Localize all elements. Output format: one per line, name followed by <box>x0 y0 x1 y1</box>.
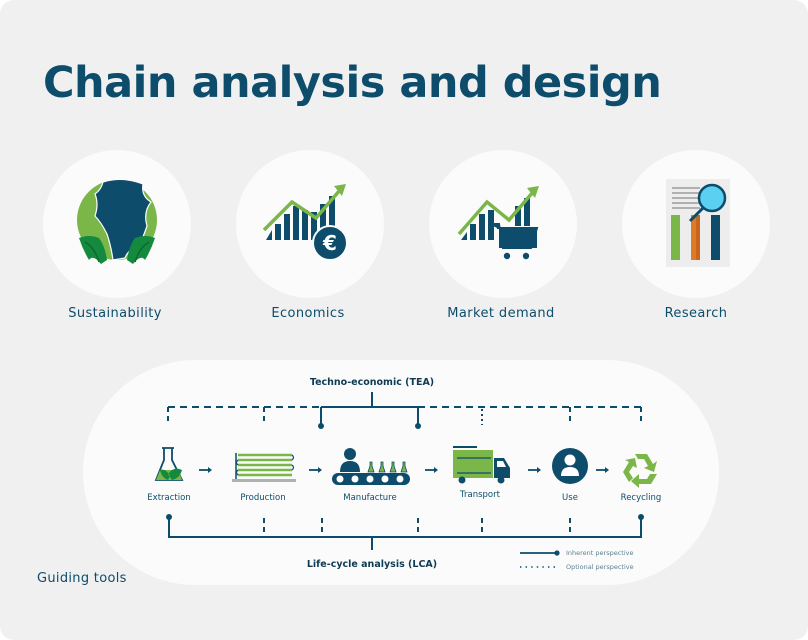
tea-bracket <box>167 406 642 425</box>
legend-inherent-label: Inherent perspective <box>566 549 634 557</box>
user-icon <box>552 448 588 484</box>
arrow-icon <box>425 467 438 473</box>
legend: Inherent perspective Optional perspectiv… <box>520 549 634 571</box>
lca-bracket <box>168 518 642 550</box>
category-label-research: Research <box>664 306 728 321</box>
category-label-market-demand: Market demand <box>447 306 555 321</box>
market-demand-circle <box>429 150 577 298</box>
photobioreactor-icon <box>232 453 296 482</box>
euro-growth-chart-icon: € <box>262 184 348 261</box>
stage-label-use: Use <box>562 493 578 503</box>
recycle-icon <box>623 454 657 488</box>
stage-label-extraction: Extraction <box>147 493 190 503</box>
arrow-icon <box>528 467 541 473</box>
arrow-icon <box>309 467 322 473</box>
guiding-tools-panel <box>83 360 719 585</box>
legend-optional-label: Optional perspective <box>566 563 634 571</box>
economics-circle: € <box>236 150 384 298</box>
category-label-sustainability: Sustainability <box>68 306 162 321</box>
cart-growth-chart-icon <box>457 186 539 260</box>
stage-label-transport: Transport <box>459 490 501 500</box>
lca-inherent-dot-extraction <box>166 514 172 520</box>
worker-conveyor-icon <box>332 448 410 485</box>
report-magnifier-icon <box>666 179 730 267</box>
legend-inherent-dot <box>554 550 560 556</box>
guiding-tools-label: Guiding tools <box>37 571 127 586</box>
earth-leaves-icon <box>77 178 157 264</box>
sustainability-circle <box>43 150 191 298</box>
tea-inherent-dot-manufacture-left <box>318 423 324 429</box>
tea-inherent-dot-manufacture-right <box>415 423 421 429</box>
stage-label-production: Production <box>240 493 285 503</box>
arrow-icon <box>596 467 609 473</box>
truck-icon <box>453 446 510 484</box>
lca-inherent-dot-recycling <box>638 514 644 520</box>
tea-label: Techno-economic (TEA) <box>310 377 434 388</box>
research-circle <box>622 150 770 298</box>
stage-label-manufacture: Manufacture <box>343 493 396 503</box>
lca-label: Life-cycle analysis (LCA) <box>307 559 437 570</box>
arrow-icon <box>199 467 212 473</box>
flask-leaf-icon <box>154 447 184 481</box>
stage-label-recycling: Recycling <box>621 493 662 503</box>
category-label-economics: Economics <box>271 306 345 321</box>
page-title: Chain analysis and design <box>43 58 662 108</box>
svg-text:€: € <box>322 231 337 255</box>
